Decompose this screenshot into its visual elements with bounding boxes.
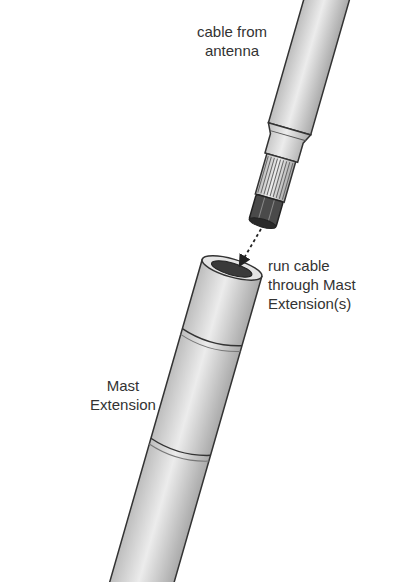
mast-extension-tube	[103, 251, 264, 582]
knurl-stroke	[282, 163, 292, 200]
part-label: Mast Extension	[84, 376, 162, 414]
cable-label: cable from antenna	[188, 22, 276, 60]
instruction-label: run cable through Mast Extension(s)	[268, 256, 378, 313]
insert-arrow	[240, 229, 261, 265]
